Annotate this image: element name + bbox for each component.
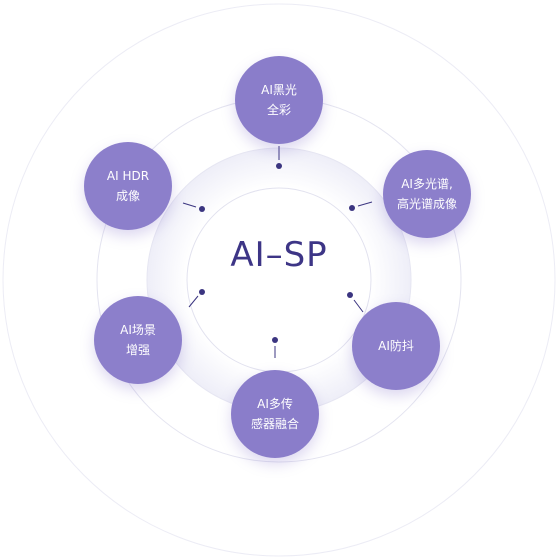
node-sensor-fusion-line-1: AI多传: [257, 397, 293, 411]
node-hdr-line-2: 成像: [115, 189, 140, 203]
node-scene-enhance-line-1: AI场景: [120, 323, 156, 337]
connector-line-hdr: [182, 202, 197, 208]
connector-line-stabilization: [353, 299, 364, 313]
connector-dot-stabilization: [347, 292, 353, 298]
node-hdr: AI HDR 成像: [84, 142, 172, 230]
connector-dot-black-light: [276, 163, 282, 169]
node-black-light: AI黑光 全彩: [235, 56, 323, 144]
node-hdr-line-1: AI HDR: [106, 169, 150, 183]
node-black-light-line-1: AI黑光: [261, 83, 297, 97]
inner-ring: [186, 187, 372, 373]
node-sensor-fusion-line-2: 感器融合: [250, 417, 299, 431]
connector-dot-sensor-fusion: [272, 337, 278, 343]
node-multispectral-line-2: 高光谱成像: [396, 197, 457, 211]
node-stabilization: AI防抖: [352, 302, 440, 390]
node-black-light-line-2: 全彩: [266, 103, 291, 117]
connector-dot-hdr: [199, 206, 205, 212]
connector-dot-scene-enhance: [199, 289, 205, 295]
node-multispectral: AI多光谱, 高光谱成像: [383, 150, 471, 238]
node-multispectral-line-1: AI多光谱,: [401, 177, 453, 191]
connector-line-multispectral: [357, 201, 373, 207]
node-sensor-fusion: AI多传 感器融合: [231, 370, 319, 458]
node-stabilization-line-1: AI防抖: [378, 339, 414, 353]
node-scene-enhance: AI场景 增强: [94, 296, 182, 384]
node-scene-enhance-line-2: 增强: [125, 343, 150, 357]
connector-dot-multispectral: [349, 205, 355, 211]
connector-line-scene-enhance: [188, 295, 199, 308]
center-title: AI–SP: [230, 235, 328, 275]
connectors: [182, 146, 373, 358]
